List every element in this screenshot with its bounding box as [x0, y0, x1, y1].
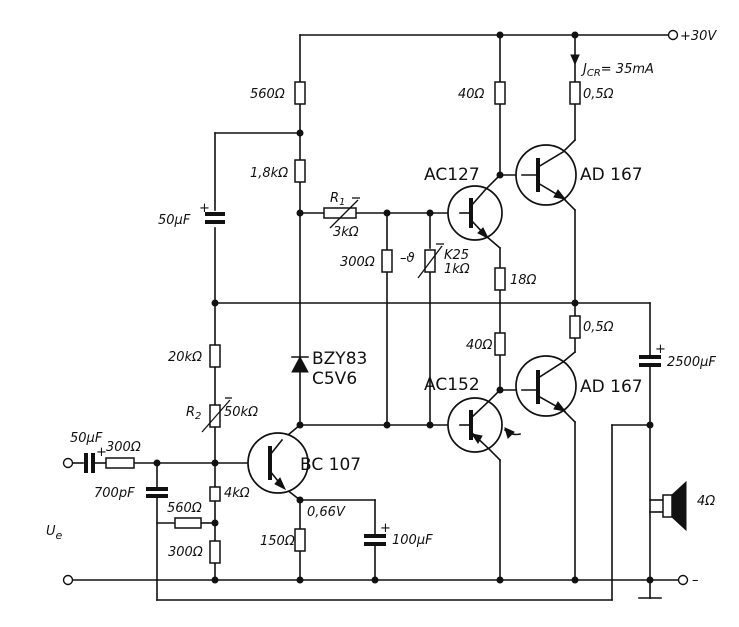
input-terminal-top [62, 457, 74, 469]
label-r4k: 4kΩ [224, 486, 250, 501]
label-speaker: 4Ω [697, 494, 715, 509]
junction-dots [153, 31, 654, 584]
label-ac127: AC127 [424, 165, 480, 185]
label-r40-mid: 40Ω [466, 338, 493, 353]
wires [72, 34, 679, 601]
input-label: Ue [46, 524, 63, 542]
svg-text:+: + [199, 201, 210, 216]
label-r150: 150Ω [260, 534, 295, 549]
label-r18: 18Ω [510, 273, 537, 288]
label-c50-in: 50μF [70, 431, 103, 446]
label-r2-value: 50kΩ [224, 405, 258, 420]
label-r300-bot: 300Ω [168, 545, 203, 560]
output-terminal [677, 574, 689, 586]
label-c50-top: 50μF [158, 213, 191, 228]
label-r1k8: 1,8kΩ [250, 166, 288, 181]
label-r20k: 20kΩ [168, 350, 202, 365]
label-r1-name: R1 [330, 191, 345, 208]
supply-label: +30V [680, 29, 717, 44]
capacitor-700pf [146, 487, 168, 498]
label-r40-top: 40Ω [458, 87, 485, 102]
label-r560-bot: 560Ω [167, 501, 202, 516]
transistor-bc107 [247, 432, 309, 494]
r2-adjust-arrow [201, 399, 231, 433]
current-note-label: JCR= 35mA [580, 62, 654, 79]
label-r05-bot: 0,5Ω [583, 320, 614, 335]
label-c100: 100μF [392, 533, 433, 548]
label-zener-line1: BZY83 [312, 349, 367, 369]
label-c700: 700pF [94, 486, 135, 501]
supply-terminal [667, 29, 679, 41]
svg-text:+: + [380, 521, 391, 536]
label-c2500: 2500μF [667, 355, 716, 370]
capacitor-100uf: + [364, 521, 391, 546]
label-r1-value: 3kΩ [333, 225, 359, 240]
r1-adjust-arrow [329, 199, 359, 229]
capacitor-2500uf: + [639, 342, 666, 367]
label-emitter-voltage: 0,66V [307, 505, 346, 520]
label-zener-line2: C5V6 [312, 369, 357, 389]
zener-diode [291, 355, 309, 373]
capacitor-50uf-input: + [84, 445, 107, 473]
svg-text:+: + [655, 342, 666, 357]
svg-text:+: + [96, 445, 107, 460]
resistor-bodies [105, 81, 581, 564]
label-r2-name: R2 [186, 405, 201, 422]
current-arrow-icon [570, 54, 580, 66]
label-ad167-bottom: AD 167 [580, 377, 643, 397]
label-ad167-top: AD 167 [580, 165, 643, 185]
label-r560-top: 560Ω [250, 87, 285, 102]
label-k25-value: 1kΩ [444, 262, 470, 277]
label-k25-sign: –ϑ [400, 251, 415, 266]
transistor-ac127 [447, 185, 503, 241]
label-bc107: BC 107 [300, 455, 361, 475]
speaker-icon [662, 480, 687, 532]
label-k25-name: K25 [444, 248, 469, 263]
k25-slash [417, 245, 443, 279]
label-r05-top: 0,5Ω [583, 87, 614, 102]
transistor-ad167-bottom [515, 355, 577, 417]
label-ac152: AC152 [424, 375, 480, 395]
transistor-ac152 [447, 397, 521, 453]
capacitor-50uf-top: + [199, 201, 225, 224]
label-r300-mid: 300Ω [340, 255, 375, 270]
label-r300-in: 300Ω [106, 440, 141, 455]
transistor-ad167-top [515, 144, 577, 206]
output-label: – [692, 573, 699, 588]
input-terminal-bottom [62, 574, 74, 586]
